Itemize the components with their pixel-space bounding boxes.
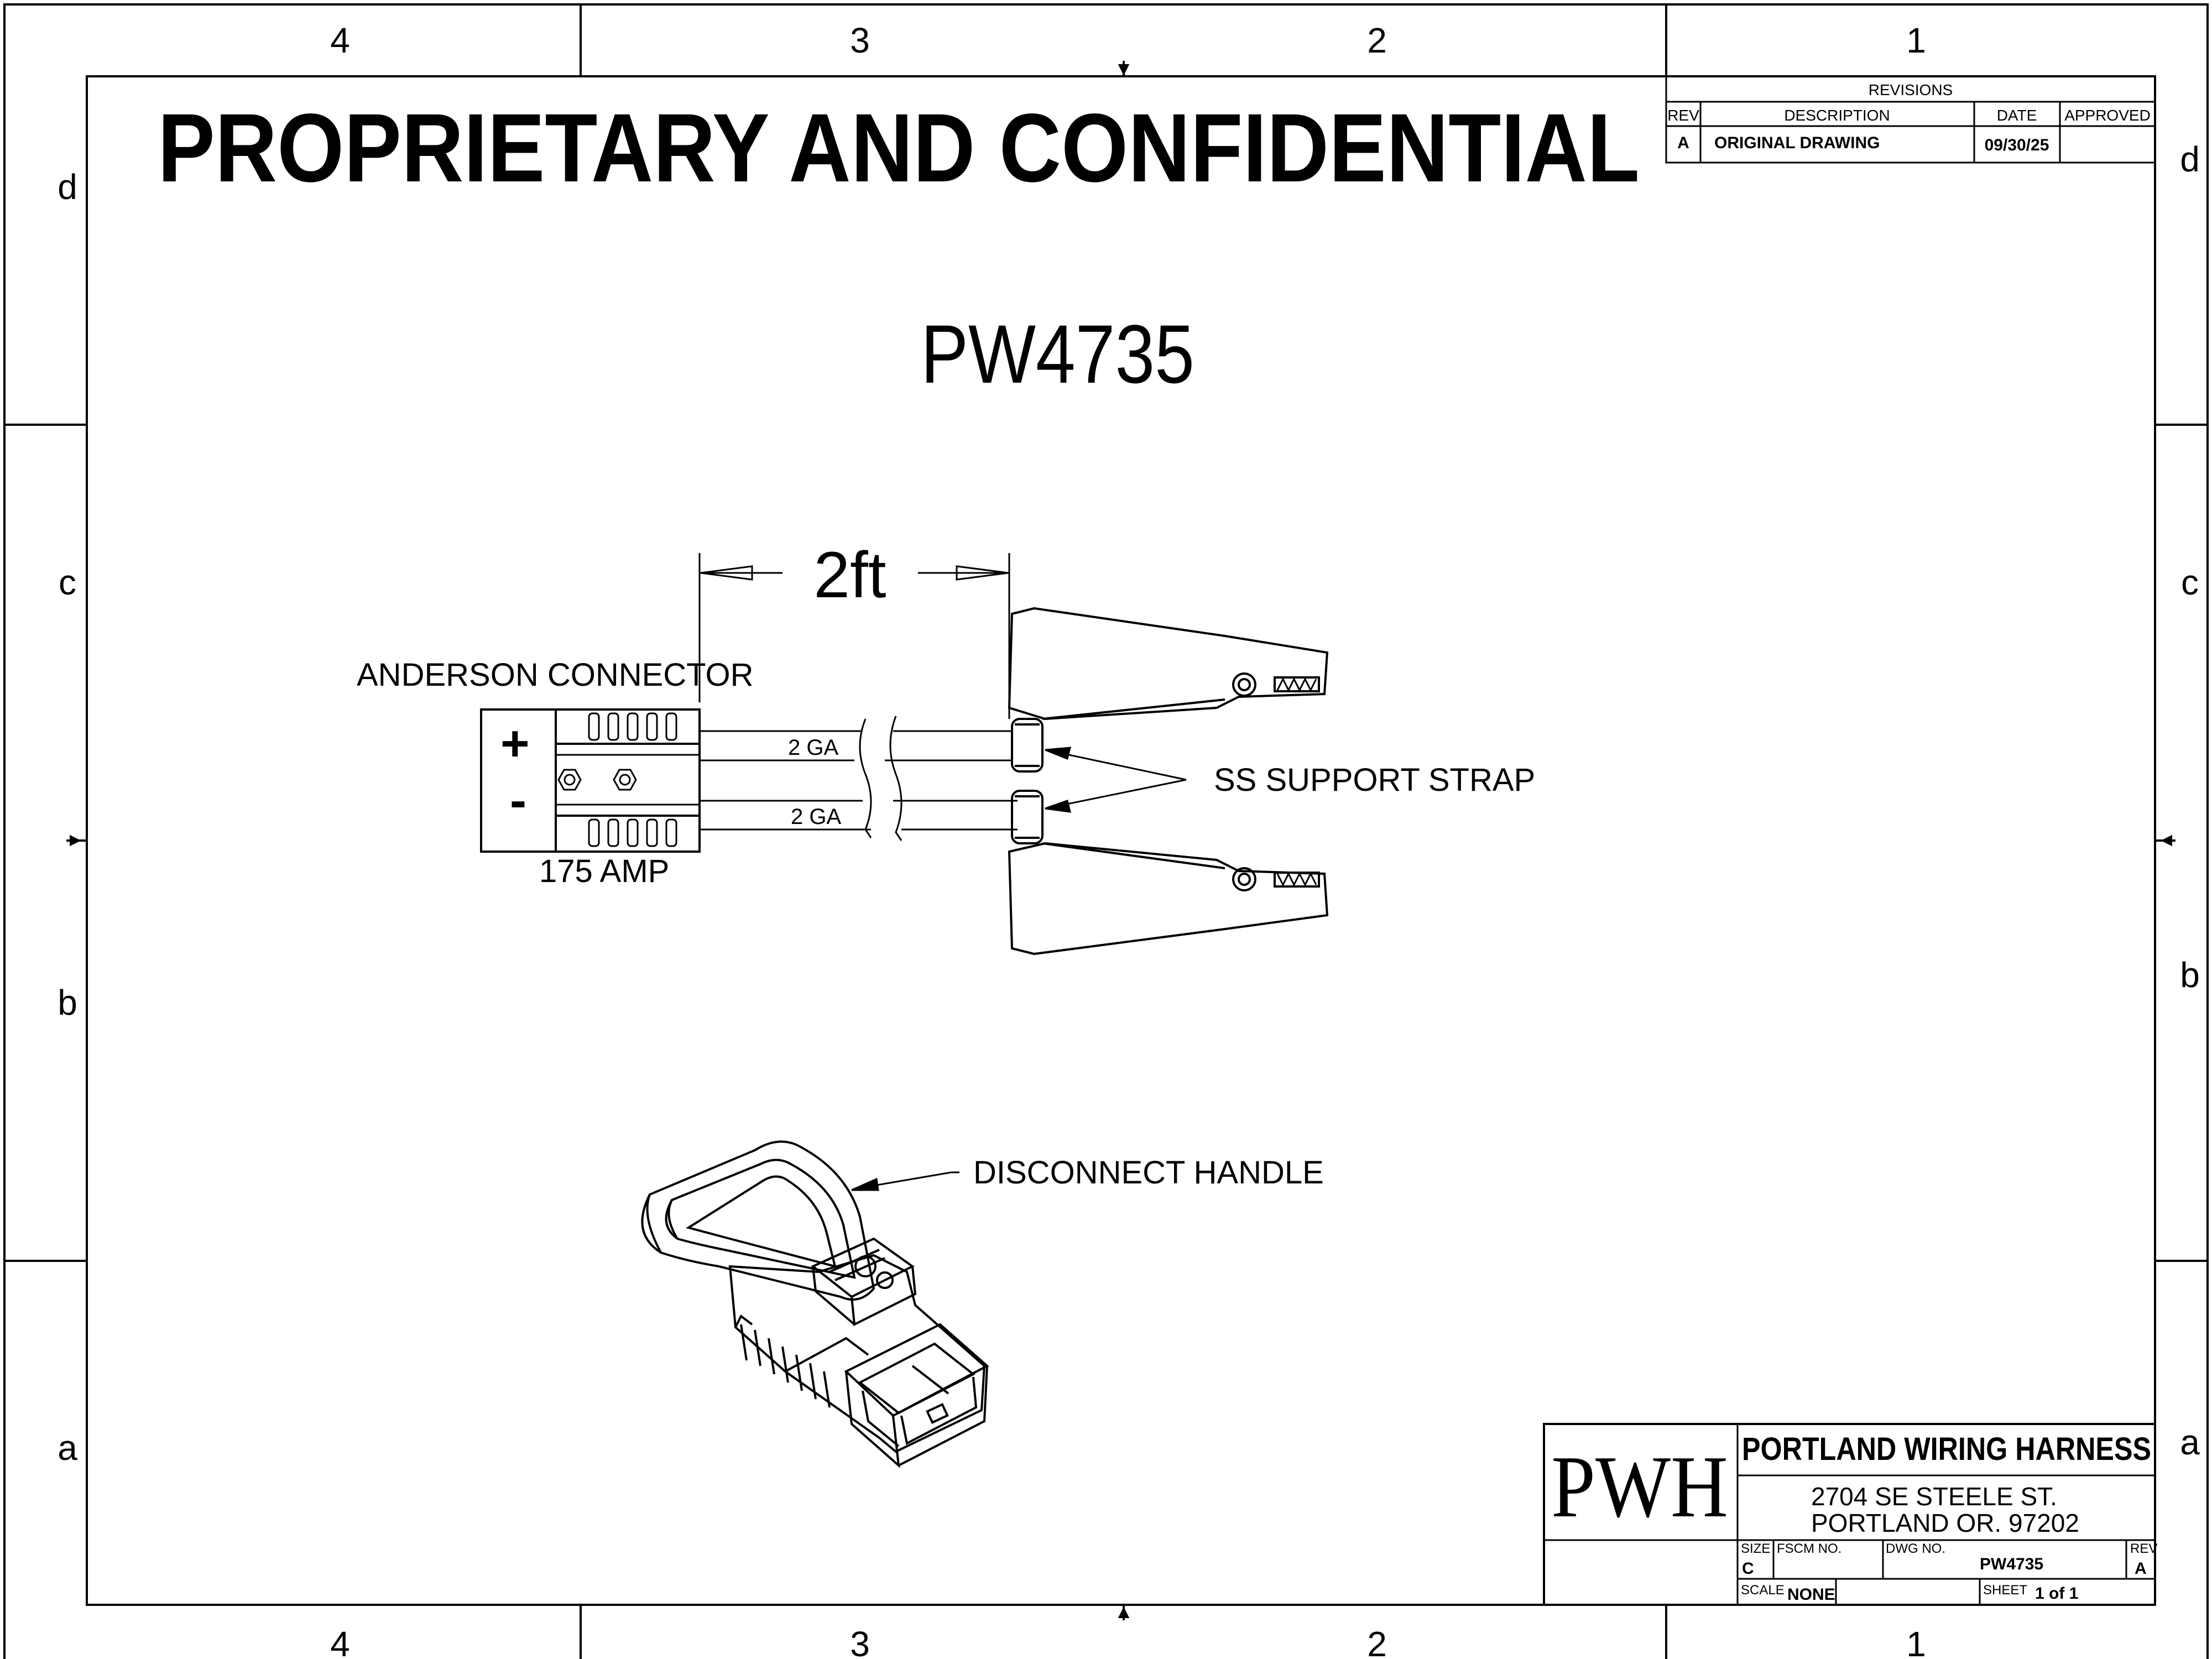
sheet-field-label: SHEET: [1983, 1583, 2027, 1598]
zone-column-4-bottom: 4: [330, 1624, 350, 1659]
company-address-line1: 2704 SE STEELE ST.: [1811, 1482, 2057, 1511]
bottom-wire-gauge: 2 GA: [791, 805, 841, 829]
revision-description: ORIGINAL DRAWING: [1714, 134, 1880, 152]
top-wire-gauge: 2 GA: [788, 735, 838, 760]
rev-value: A: [2135, 1559, 2147, 1578]
zone-column-4-top: 4: [330, 20, 350, 60]
company-address-line2: PORTLAND OR. 97202: [1811, 1509, 2079, 1537]
dwg-field-label: DWG NO.: [1886, 1541, 1945, 1556]
support-strap-label: SS SUPPORT STRAP: [1214, 762, 1535, 798]
anderson-connector: [480, 708, 701, 853]
dimension-label: 2ft: [813, 539, 886, 612]
harness-diagram: 2ft: [357, 539, 1535, 1468]
zone-column-3-top: 3: [850, 20, 870, 60]
zone-row-b-right: b: [2180, 955, 2200, 995]
zone-labels: 4 3 2 1 4 3 2 1 d c b a d c b a: [58, 20, 2200, 1659]
zone-column-3-bottom: 3: [850, 1624, 870, 1659]
disconnect-handle-label: DISCONNECT HANDLE: [973, 1155, 1324, 1191]
confidential-banner: PROPRIETARY AND CONFIDENTIAL: [158, 94, 1640, 202]
approved-column-header: APPROVED: [2064, 107, 2151, 124]
company-logo: PWH: [1551, 1437, 1728, 1536]
zone-column-2-bottom: 2: [1367, 1624, 1387, 1659]
fscm-field-label: FSCM NO.: [1777, 1541, 1841, 1556]
revisions-title: REVISIONS: [1869, 81, 1953, 98]
revision-row: A ORIGINAL DRAWING 09/30/25: [1677, 134, 2049, 154]
wires: [700, 716, 1018, 841]
date-column-header: DATE: [1997, 107, 2037, 124]
zone-row-c-left: c: [59, 562, 76, 602]
connector-label: ANDERSON CONNECTOR: [357, 657, 754, 693]
zone-row-c-right: c: [2181, 562, 2199, 602]
part-number-title: PW4735: [921, 307, 1194, 400]
positive-terminal-symbol: +: [500, 716, 530, 771]
rev-field-label: REV: [2130, 1541, 2157, 1556]
revisions-table: REVISIONS REV DESCRIPTION DATE APPROVED …: [1665, 75, 2156, 164]
inner-border: [86, 75, 2156, 1606]
title-block: PWH PORTLAND WIRING HARNESS 2704 SE STEE…: [1543, 1423, 2157, 1606]
centering-marks: [66, 61, 2176, 1620]
scale-field-label: SCALE: [1741, 1583, 1785, 1598]
zone-column-1-bottom: 1: [1906, 1624, 1926, 1659]
disconnect-handle: [641, 1140, 989, 1468]
strap-leaders: [1045, 747, 1187, 813]
dwg-number-value: PW4735: [1980, 1555, 2043, 1573]
company-name: PORTLAND WIRING HARNESS: [1742, 1431, 2151, 1467]
negative-clip-boot: [1011, 790, 1044, 844]
drawing-frame: [3, 3, 2209, 1659]
positive-clip: [1008, 607, 1329, 773]
size-value: C: [1742, 1559, 1754, 1578]
zone-row-a-right: a: [2180, 1422, 2200, 1462]
negative-terminal-symbol: -: [510, 773, 526, 828]
handle-leader: [851, 1171, 959, 1191]
zone-row-d-left: d: [58, 167, 77, 207]
zone-column-2-top: 2: [1367, 20, 1387, 60]
zone-row-a-left: a: [58, 1428, 77, 1468]
description-column-header: DESCRIPTION: [1784, 107, 1890, 124]
size-field-label: SIZE: [1741, 1541, 1770, 1556]
zone-column-1-top: 1: [1906, 20, 1926, 60]
zone-row-b-left: b: [58, 983, 77, 1022]
scale-value: NONE: [1787, 1585, 1835, 1604]
rev-column-header: REV: [1667, 107, 1699, 124]
outer-border: [3, 3, 2209, 1659]
negative-clip: [1008, 790, 1329, 956]
zone-row-d-right: d: [2180, 139, 2200, 179]
sheet-value: 1 of 1: [2035, 1584, 2078, 1603]
revision-rev: A: [1677, 134, 1689, 152]
amp-rating-label: 175 AMP: [539, 853, 669, 889]
positive-clip-boot: [1011, 718, 1044, 773]
revision-date: 09/30/25: [1985, 136, 2049, 154]
